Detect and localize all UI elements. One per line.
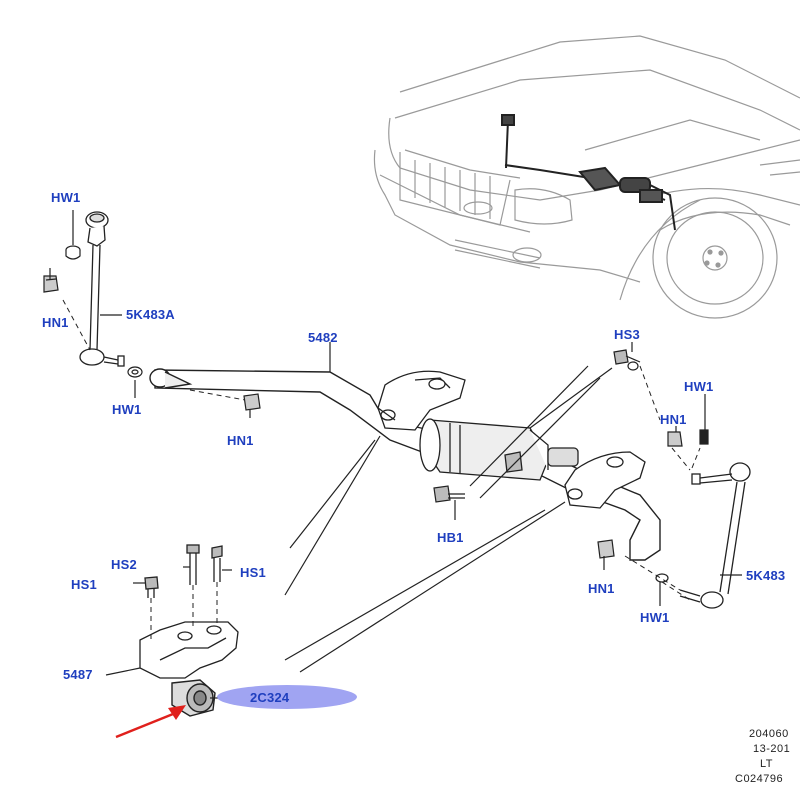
left-drop-link: [79, 211, 125, 367]
callout-hn1: HN1: [227, 433, 254, 448]
right-drop-link: [679, 462, 751, 609]
hb1-bolt: [433, 485, 465, 503]
reference-line-2: 13-201: [753, 743, 791, 755]
callout-hs3: HS3: [614, 327, 640, 342]
left-bar-clamp: [377, 370, 466, 431]
actuator-cylinder: [419, 418, 579, 481]
callout-5k483a: 5K483A: [126, 307, 175, 322]
reference-line-1: 204060: [749, 728, 789, 740]
callout-hw1: HW1: [684, 379, 714, 394]
left-mid-hardware: [127, 366, 261, 411]
callout-hs2: HS2: [111, 557, 137, 572]
callout-hw1: HW1: [640, 610, 670, 625]
vehicle-outline: [373, 35, 800, 319]
callout-hn1: HN1: [660, 412, 687, 427]
reference-line-4: C024796: [735, 773, 784, 785]
vehicle-stabilizer-highlight: [501, 114, 676, 231]
right-bar-clamp: [564, 451, 646, 509]
highlight-ellipse: [217, 685, 357, 709]
callout-hw1: HW1: [112, 402, 142, 417]
lower-clamp-assembly: [139, 544, 239, 679]
callout-5482: 5482: [308, 330, 338, 345]
callout-hb1: HB1: [437, 530, 464, 545]
callout-hn1: HN1: [42, 315, 69, 330]
callout-hn1: HN1: [588, 581, 615, 596]
callout-hs1: HS1: [240, 565, 266, 580]
callout-hs1: HS1: [71, 577, 97, 592]
red-arrow-icon: [115, 705, 186, 739]
left-top-hardware: [43, 245, 81, 293]
dashed-alignment-lines: [62, 299, 701, 640]
callout-5k483: 5K483: [746, 568, 786, 583]
callout-5487: 5487: [63, 667, 93, 682]
reference-line-3: LT: [760, 758, 774, 770]
callout-hw1: HW1: [51, 190, 81, 205]
leader-lines: [49, 210, 742, 699]
callout-2c324: 2C324: [250, 690, 290, 705]
hs3-bolt: [613, 349, 641, 371]
